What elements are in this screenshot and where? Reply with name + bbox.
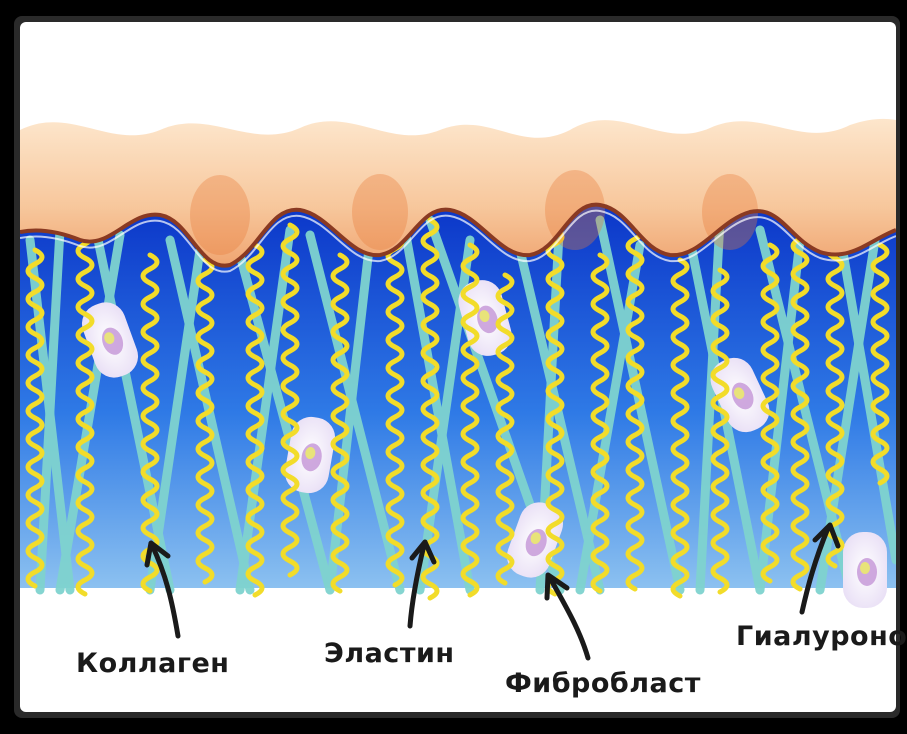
label-fibroblast: Фибробласт	[505, 668, 701, 699]
label-elastin: Эластин	[324, 638, 455, 669]
label-hyaluronic-acid: Гиалуронова	[736, 621, 907, 652]
label-collagen: Коллаген	[76, 648, 229, 679]
fibroblast-cell	[843, 532, 887, 608]
